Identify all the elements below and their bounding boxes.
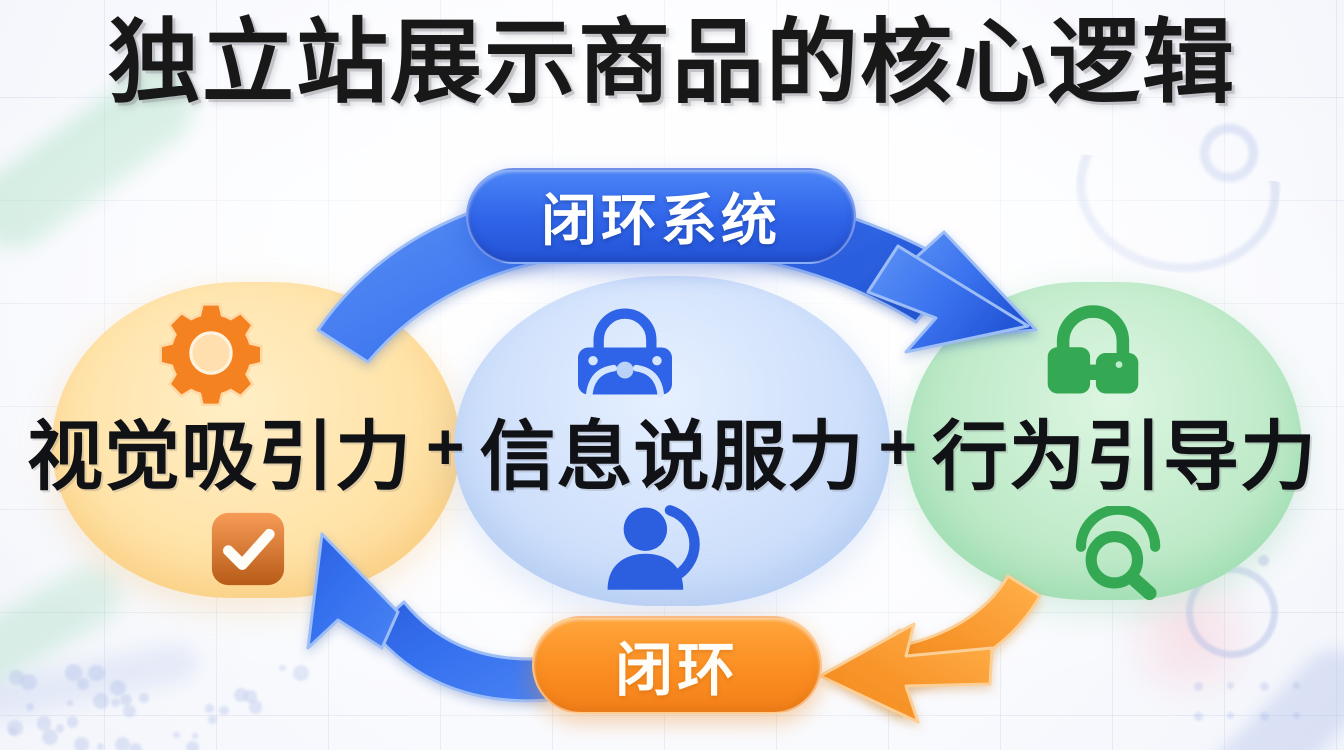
badge-closed-loop[interactable]: 闭环 (532, 616, 822, 714)
node-information-persuasion[interactable] (454, 276, 890, 606)
badge-bottom-label: 闭环 (615, 623, 739, 707)
node-visual-attraction[interactable] (52, 282, 460, 598)
page-title: 独立站展示商品的核心逻辑 (0, 8, 1344, 118)
badge-closed-loop-system[interactable]: 闭环系统 (466, 168, 856, 264)
node-action-guidance[interactable] (906, 282, 1302, 600)
badge-top-label: 闭环系统 (541, 176, 781, 257)
